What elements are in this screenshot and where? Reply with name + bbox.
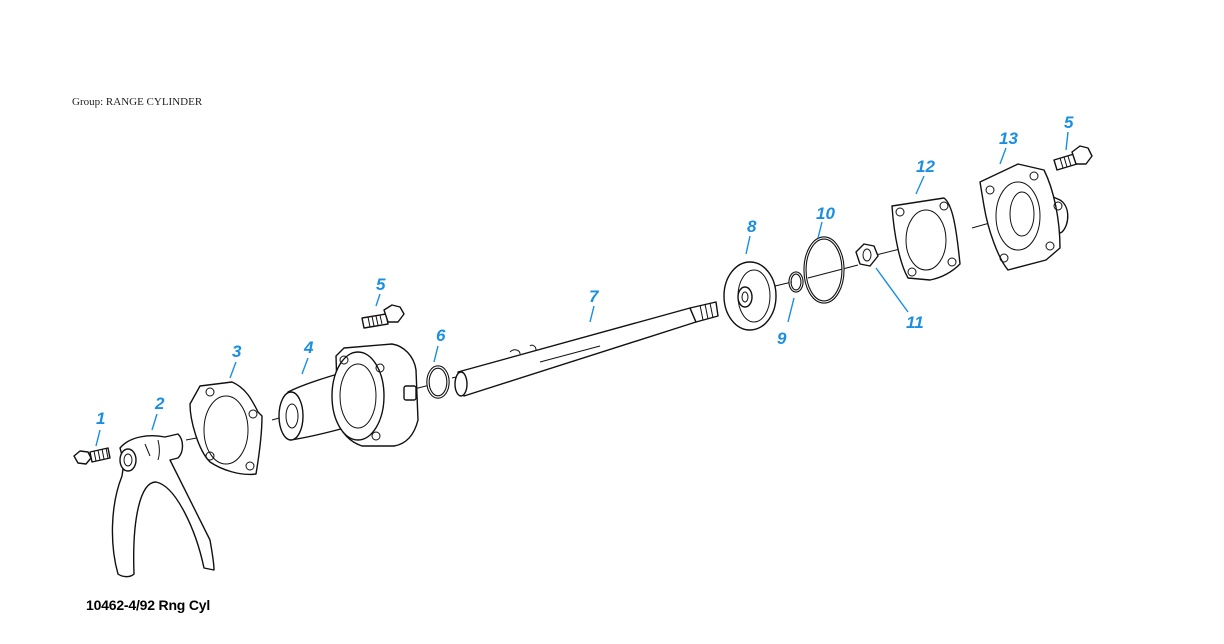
callout-12: 12: [916, 157, 935, 176]
callout-leaders: [95, 131, 1069, 447]
callout-11: 11: [906, 313, 924, 332]
part-gasket-12: [891, 197, 961, 281]
part-nut-11: [855, 243, 879, 267]
callouts: 1 2 3 4 5 6 7 8 9 10 11 12 13 5: [96, 113, 1074, 428]
part-bolt-5-left: [361, 304, 405, 329]
callout-10: 10: [816, 204, 835, 223]
figure-id: 10462-4/92 Rng Cyl: [86, 597, 211, 613]
part-cylinder-housing-4: [278, 343, 419, 447]
part-shaft-7: [454, 301, 719, 397]
part-bolt-1: [73, 447, 111, 465]
callout-1: 1: [96, 409, 105, 428]
callout-7: 7: [589, 287, 600, 306]
callout-5-right: 5: [1064, 113, 1074, 132]
part-gasket-3: [189, 381, 263, 476]
callout-6: 6: [436, 326, 446, 345]
part-piston-8: [723, 261, 777, 331]
part-shift-fork-2: [111, 433, 215, 578]
callout-13: 13: [999, 129, 1018, 148]
callout-8: 8: [747, 217, 757, 236]
callout-9: 9: [777, 329, 787, 348]
callout-2: 2: [154, 394, 165, 413]
part-o-ring-9: [788, 271, 804, 293]
part-bolt-5-right: [1053, 145, 1093, 171]
callout-3: 3: [232, 342, 242, 361]
part-snap-ring-6: [426, 365, 450, 399]
part-end-cover-13: [979, 163, 1069, 271]
group-label: Group: RANGE CYLINDER: [72, 96, 203, 108]
callout-5-left: 5: [376, 275, 386, 294]
part-o-ring-10: [803, 236, 845, 304]
callout-4: 4: [303, 338, 314, 357]
